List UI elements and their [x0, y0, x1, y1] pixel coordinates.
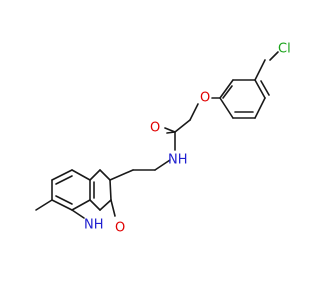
bond — [164, 127, 176, 133]
bond — [35, 199, 53, 211]
bond — [222, 85, 233, 99]
bond — [99, 169, 111, 181]
bond — [89, 199, 101, 211]
bond — [99, 199, 112, 211]
ring-nitrogen-label: NH — [84, 218, 104, 233]
bond — [219, 97, 234, 119]
bond — [71, 169, 91, 181]
bond — [71, 199, 91, 211]
bond — [109, 169, 134, 181]
bond — [254, 97, 266, 119]
bond — [219, 79, 234, 99]
bond — [189, 103, 199, 121]
bond — [254, 79, 266, 99]
ether-oxygen-label: O — [200, 91, 210, 106]
bond — [55, 175, 73, 185]
chlorine-label: Cl — [278, 42, 291, 57]
bond — [109, 179, 112, 201]
bond — [174, 119, 191, 133]
bond — [166, 131, 176, 134]
bond — [154, 159, 171, 171]
bond — [51, 199, 73, 211]
bond — [55, 195, 73, 205]
carbonyl-oxygen-label: O — [150, 121, 160, 136]
molecule-diagram: Cl O O NH NH O — [35, 42, 291, 236]
bond — [51, 169, 73, 181]
amide-nitrogen-label: NH — [168, 153, 188, 168]
bond — [260, 80, 270, 96]
lactam-oxygen-label: O — [115, 221, 125, 236]
bond — [71, 209, 85, 219]
bond — [110, 199, 116, 217]
bond — [89, 169, 101, 181]
structure-canvas: Cl O O NH NH O — [35, 42, 291, 236]
bonds — [35, 51, 279, 219]
bond — [254, 59, 266, 81]
bond — [269, 51, 279, 61]
atom-labels: Cl O O NH NH O — [84, 42, 291, 236]
